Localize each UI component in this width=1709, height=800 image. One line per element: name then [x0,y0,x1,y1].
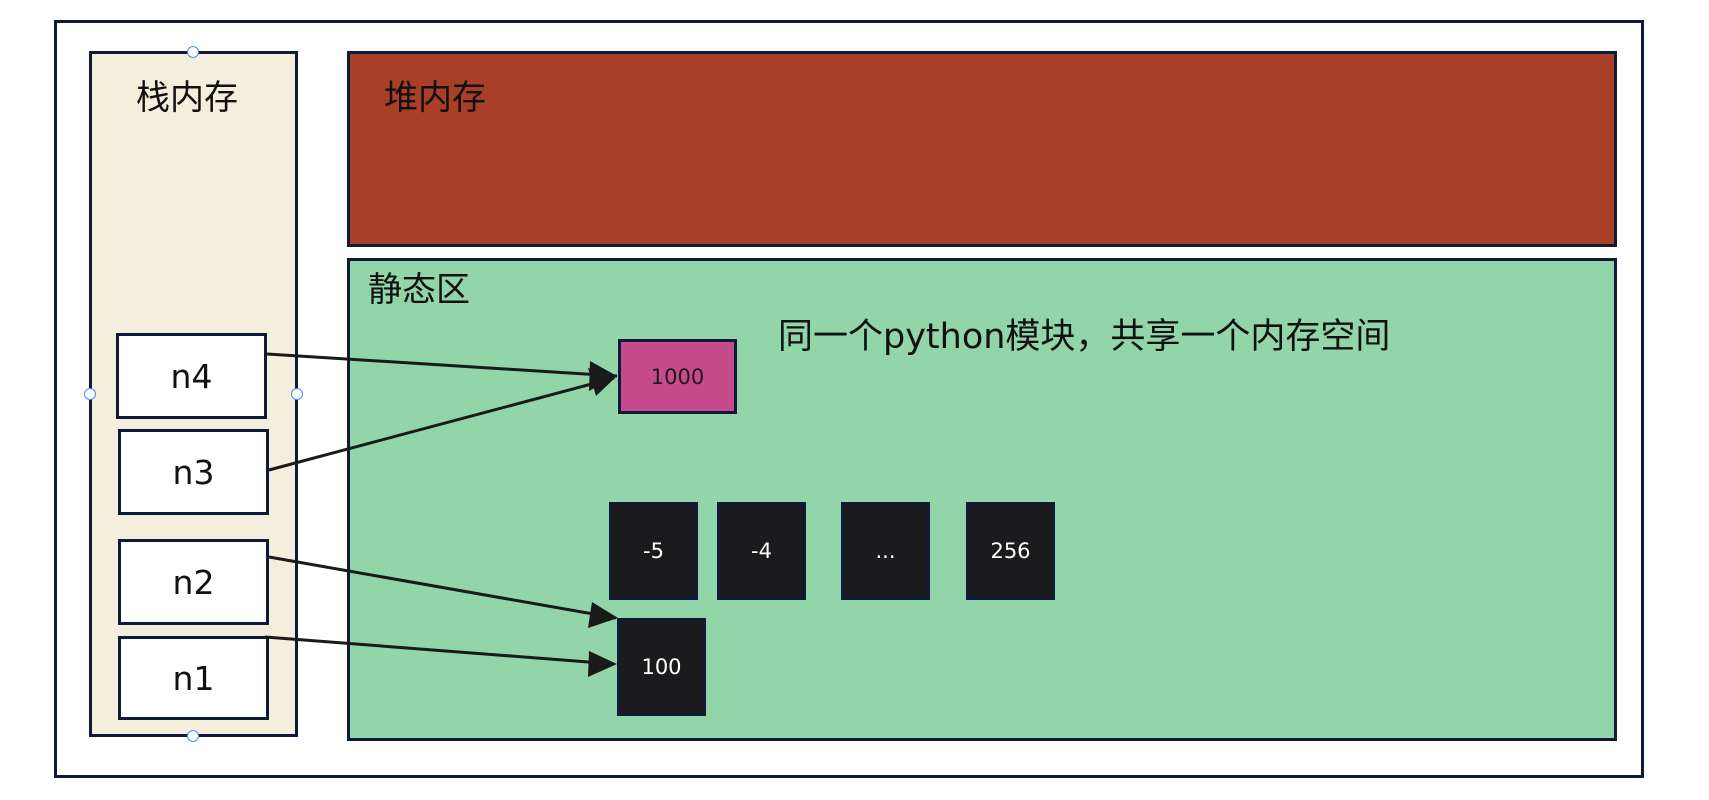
object-ellipsis[interactable]: ... [841,502,930,600]
variable-n3[interactable]: n3 [118,429,269,515]
variable-n4[interactable]: n4 [116,333,267,419]
heap-memory-region[interactable] [347,51,1617,247]
object-1000[interactable]: 1000 [618,339,737,414]
object-100[interactable]: 100 [617,618,706,716]
variable-n1[interactable]: n1 [118,636,269,720]
resize-handle-right[interactable] [291,388,303,400]
resize-handle-top[interactable] [187,46,199,58]
resize-handle-bottom[interactable] [187,730,199,742]
heap-memory-title: 堆内存 [384,78,486,118]
static-area-title: 静态区 [368,270,470,310]
shared-memory-note: 同一个python模块，共享一个内存空间 [778,317,1391,357]
object-minus-4[interactable]: -4 [717,502,806,600]
stack-memory-title: 栈内存 [136,78,238,118]
resize-handle-left[interactable] [84,388,96,400]
variable-n2[interactable]: n2 [118,539,269,625]
object-minus-5[interactable]: -5 [609,502,698,600]
object-256[interactable]: 256 [966,502,1055,600]
